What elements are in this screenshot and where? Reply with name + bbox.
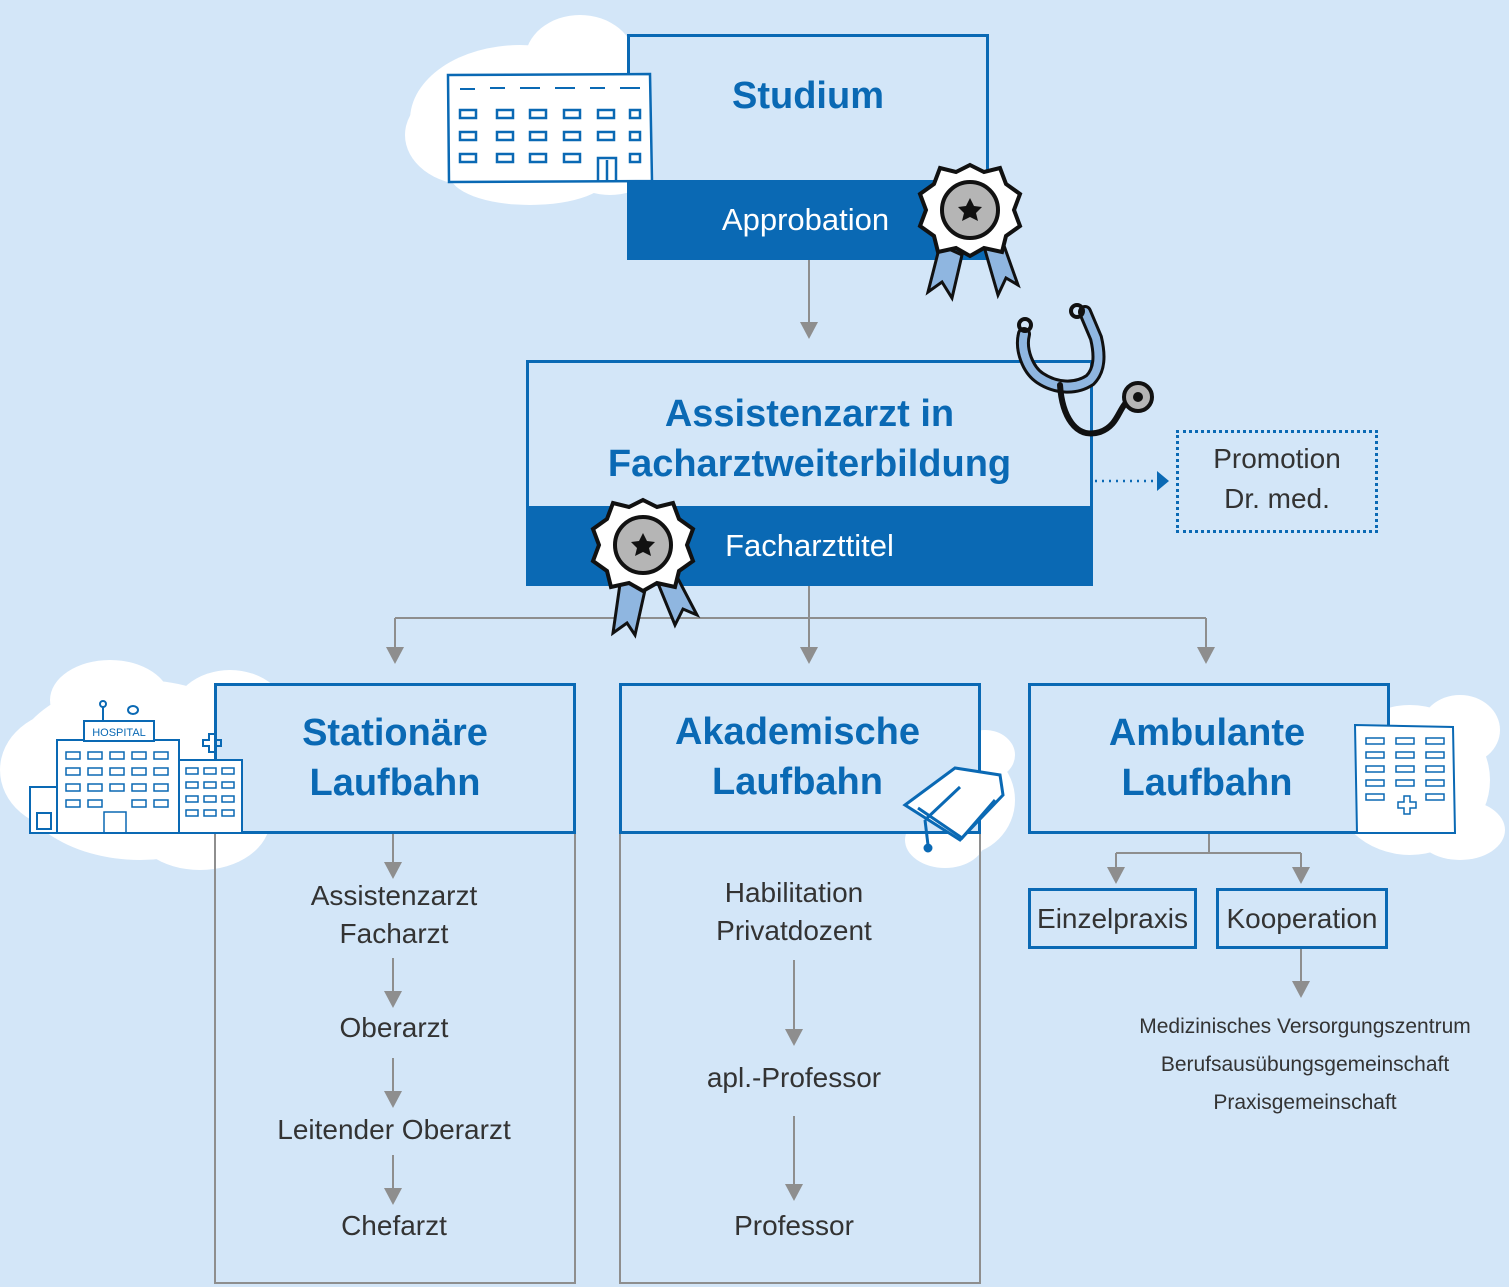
akademisch-title-line2: Laufbahn — [712, 760, 883, 803]
hospital-building-icon: HOSPITAL — [29, 700, 243, 834]
step-privatdozent: Privatdozent — [716, 915, 872, 946]
step-chefarzt: Chefarzt — [341, 1210, 447, 1241]
akademisch-box: Akademische Laufbahn — [619, 683, 981, 834]
promotion-line2: Dr. med. — [1224, 483, 1330, 514]
stationaer-box: Stationäre Laufbahn — [214, 683, 576, 834]
kooperation-label: Kooperation — [1226, 902, 1378, 934]
form-bag: Berufsausübungsgemeinschaft — [1160, 1053, 1450, 1076]
kooperation-box: Kooperation — [1216, 888, 1388, 949]
hospital-sign-text: HOSPITAL — [92, 727, 146, 739]
ambulant-title-line1: Ambulante — [1108, 711, 1306, 754]
kooperation-forms: Medizinisches Versorgungszentrum Berufsa… — [1110, 1008, 1500, 1122]
assistenzarzt-title-line2: Facharztweiterbildung — [607, 443, 1012, 485]
ambulant-title-line2: Laufbahn — [1121, 761, 1293, 804]
step-facharzt: Facharzt — [339, 918, 449, 949]
form-mvz: Medizinisches Versorgungszentrum — [1139, 1015, 1471, 1038]
stationaer-title-line1: Stationäre — [302, 711, 488, 754]
stationaer-title-line2: Laufbahn — [309, 761, 481, 804]
promotion-box: Promotion Dr. med. — [1176, 430, 1378, 533]
einzelpraxis-box: Einzelpraxis — [1028, 888, 1197, 949]
studium-title: Studium — [732, 75, 884, 117]
akademisch-outline — [619, 832, 981, 1284]
award-rosette-icon — [917, 162, 1023, 302]
form-praxisgemeinschaft: Praxisgemeinschaft — [1213, 1091, 1397, 1114]
clinic-building-icon — [1353, 723, 1457, 834]
stethoscope-icon — [1016, 303, 1154, 437]
award-rosette-icon — [590, 497, 701, 639]
akademisch-title-line1: Akademische — [674, 710, 920, 753]
stationaer-outline — [214, 832, 576, 1284]
assistenzarzt-box: Assistenzarzt in Facharztweiterbildung — [526, 360, 1093, 510]
facharzttitel-label: Facharzttitel — [725, 528, 894, 563]
step-assistenzarzt: Assistenzarzt — [310, 880, 478, 911]
arrowheads — [384, 322, 1310, 1205]
stationaer-step-1: Assistenzarzt Facharzt — [254, 877, 534, 953]
step-apl-professor: apl.-Professor — [706, 1062, 882, 1093]
ambulant-box: Ambulante Laufbahn — [1028, 683, 1390, 834]
assistenzarzt-title-line1: Assistenzarzt in — [664, 393, 955, 435]
university-building-icon — [446, 72, 654, 184]
studium-box: Studium — [627, 34, 989, 184]
step-habilitation: Habilitation — [724, 877, 864, 908]
step-leitender-oberarzt: Leitender Oberarzt — [277, 1114, 511, 1145]
einzelpraxis-label: Einzelpraxis — [1037, 902, 1188, 934]
step-professor: Professor — [734, 1210, 854, 1241]
graduation-cap-icon — [902, 766, 1005, 853]
approbation-label: Approbation — [721, 202, 890, 237]
promotion-line1: Promotion — [1213, 443, 1341, 474]
akademisch-step-1: Habilitation Privatdozent — [654, 874, 934, 950]
step-oberarzt: Oberarzt — [339, 1012, 449, 1043]
